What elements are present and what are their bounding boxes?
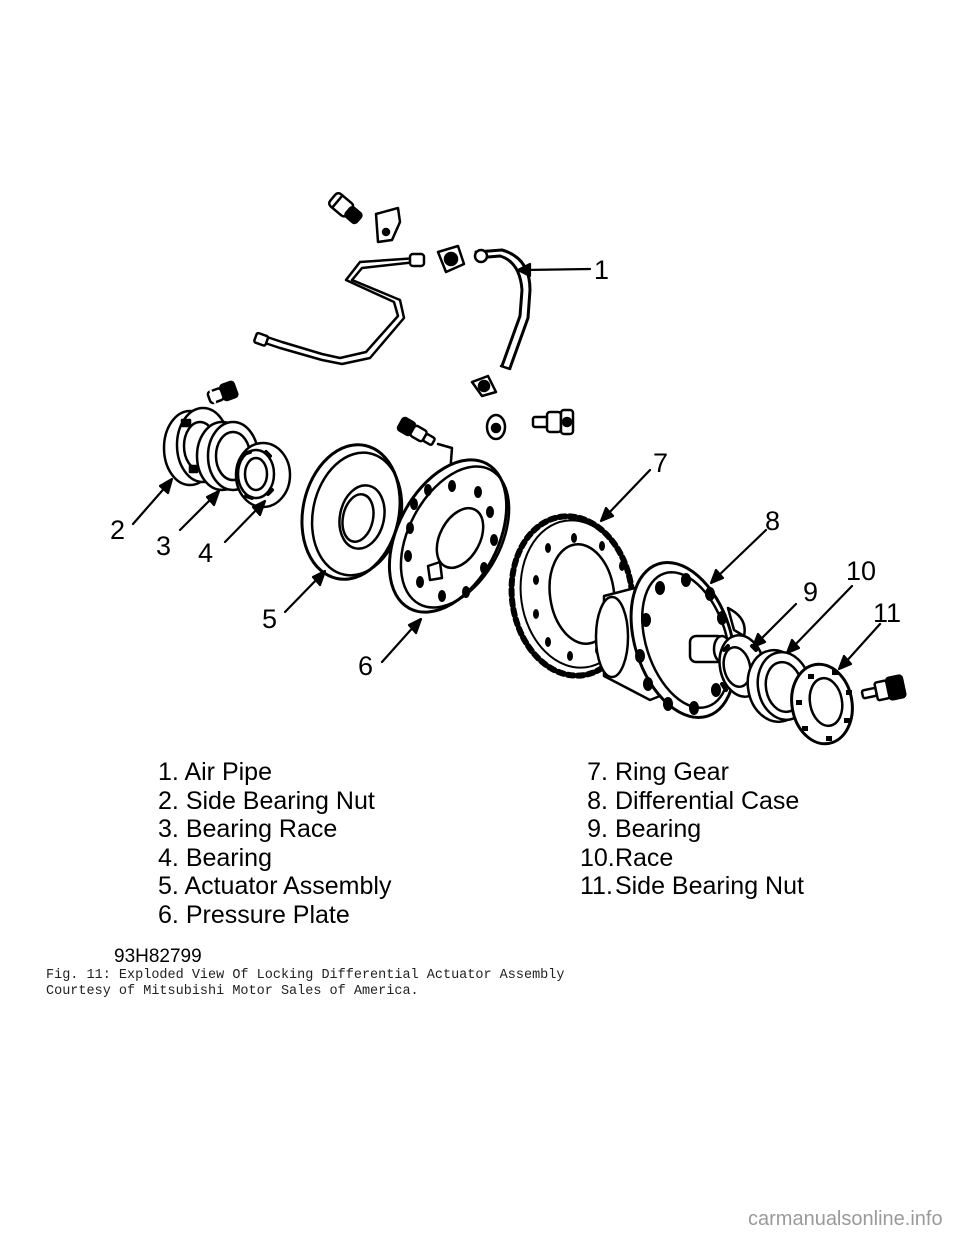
differential-case-part <box>594 560 746 720</box>
callout-1: 1 <box>594 255 610 285</box>
actuator-assembly-part <box>300 443 404 581</box>
callout-9: 9 <box>803 577 819 607</box>
legend-item-5: 5. Actuator Assembly <box>158 872 392 900</box>
air-pipe-part <box>253 191 575 441</box>
callout-7: 7 <box>653 448 669 478</box>
callout-2: 2 <box>110 515 126 545</box>
legend-item-11: 11. Side Bearing Nut <box>580 872 804 900</box>
callout-6: 6 <box>358 651 374 681</box>
callout-4: 4 <box>198 538 214 568</box>
legend-item-2: 2. Side Bearing Nut <box>158 786 375 815</box>
side-bearing-nut-11-part <box>790 662 854 746</box>
figure-reference-code: 93H82799 <box>114 946 202 967</box>
legend-item-10: 10. Race <box>580 843 674 872</box>
pressure-plate-part <box>387 458 511 614</box>
legend-item-9: 9. Bearing <box>587 815 702 843</box>
callout-8: 8 <box>765 506 781 536</box>
legend-item-4: 4. Bearing <box>158 843 272 872</box>
legend-item-7: 7. Ring Gear <box>587 758 729 786</box>
caption-credit: Courtesy of Mitsubishi Motor Sales of Am… <box>46 984 419 999</box>
legend-left-column: 1. Air Pipe 2. Side Bearing Nut 3. Beari… <box>158 758 391 929</box>
legend-item-8: 8. Differential Case <box>587 786 800 815</box>
callout-5: 5 <box>262 604 278 634</box>
legend-item-6: 6. Pressure Plate <box>158 900 350 929</box>
leader-lines <box>131 262 882 671</box>
legend-item-3: 3. Bearing Race <box>158 815 338 843</box>
bearing-part <box>234 441 292 509</box>
callout-11: 11 <box>873 598 902 628</box>
watermark-text: carmanualsonline.info <box>748 1208 943 1230</box>
figure-caption: Fig. 11: Exploded View Of Locking Differ… <box>46 968 564 1000</box>
actuator-fitting-part <box>396 416 436 446</box>
legend-item-1: 1. Air Pipe <box>158 758 272 786</box>
callout-3: 3 <box>156 531 172 561</box>
exploded-view-diagram <box>131 191 907 746</box>
small-bolt-part <box>206 380 239 405</box>
callout-10: 10 <box>846 556 877 586</box>
legend-right-column: 7. Ring Gear 8. Differential Case 9. Bea… <box>580 758 804 901</box>
caption-title: Fig. 11: Exploded View Of Locking Differ… <box>46 968 565 983</box>
end-bolt-part <box>860 674 907 702</box>
